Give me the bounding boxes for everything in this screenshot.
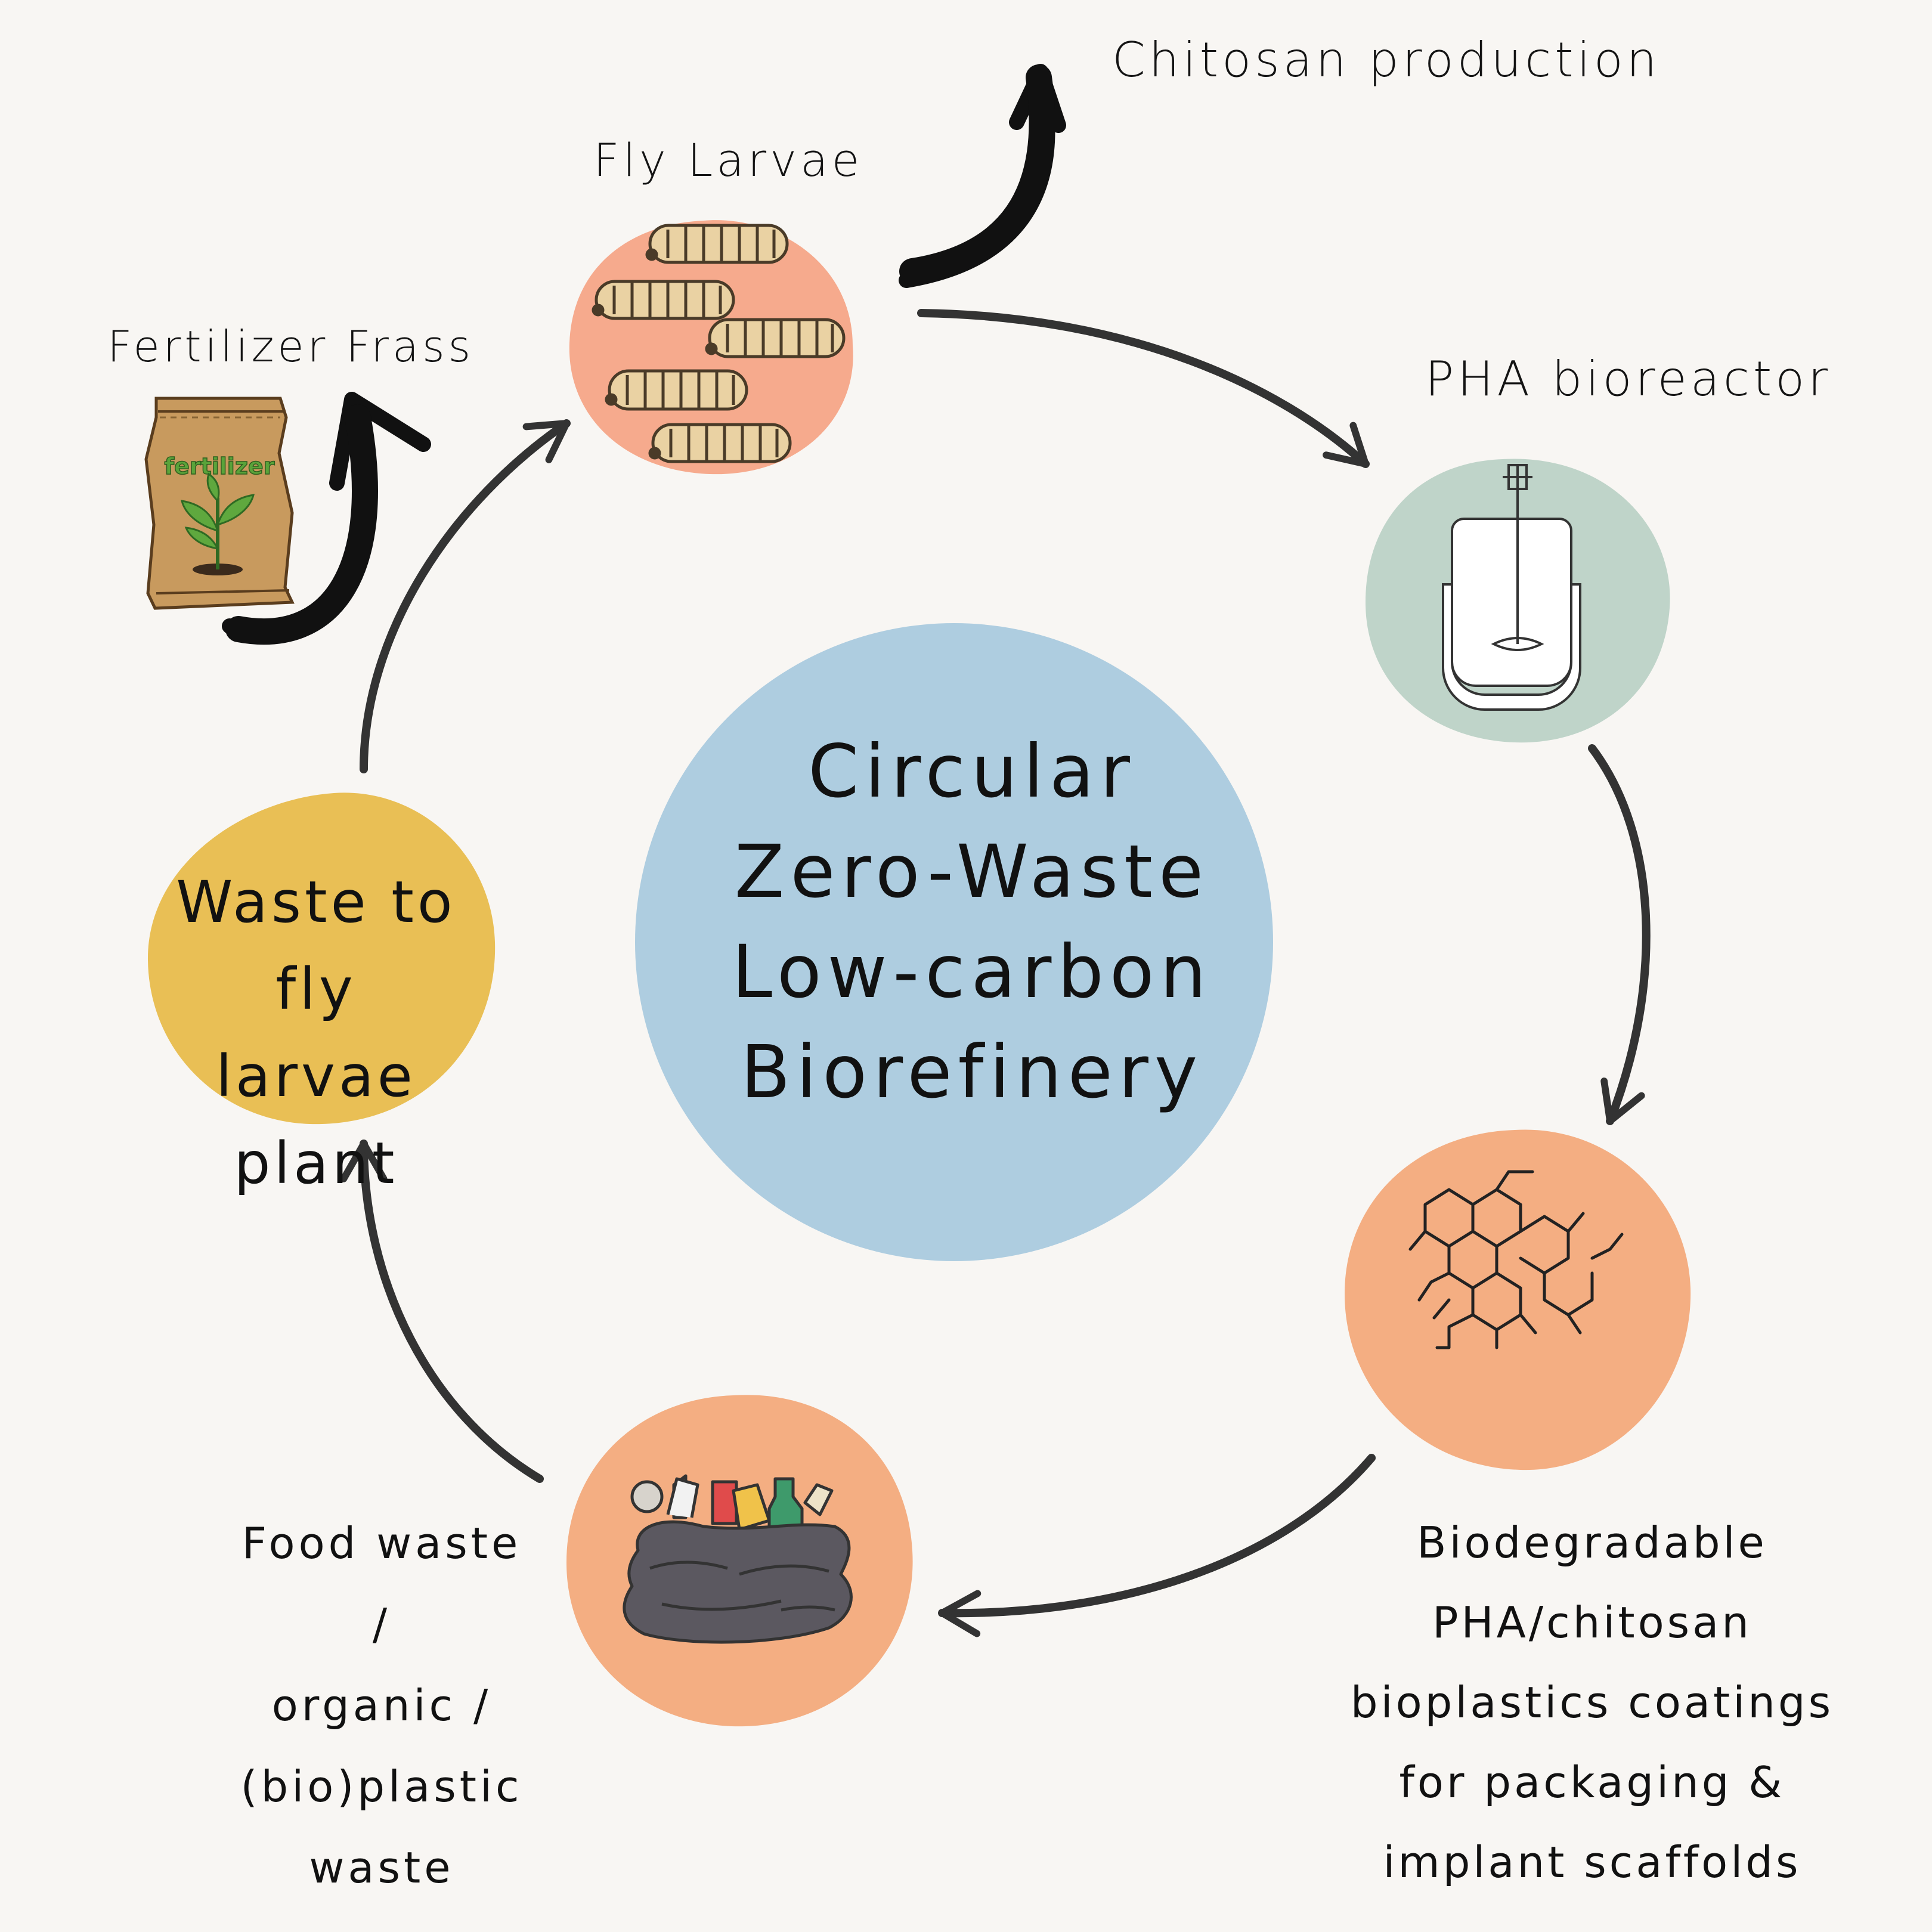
arrow-to-chitosan xyxy=(899,64,1066,288)
arrow-to-fertilizer xyxy=(222,392,431,645)
center-line-2: Zero-Waste xyxy=(734,829,1210,914)
fertilizer-bag-icon: fertilizer xyxy=(144,397,295,610)
garbage-bag-icon xyxy=(623,1474,853,1644)
bioplastics-line-3: bioplastics coatings xyxy=(1350,1677,1834,1727)
bioplastics-line-4: for packaging & xyxy=(1399,1757,1785,1807)
fertilizer-frass-label: Fertilizer Frass xyxy=(107,321,475,371)
center-circle xyxy=(635,623,1273,1261)
center-line-1: Circular xyxy=(808,729,1136,814)
bioplastics-line-5: implant scaffolds xyxy=(1383,1837,1801,1887)
molecule-icon xyxy=(1408,1170,1624,1349)
waste-plant-line-1: Waste to fly xyxy=(176,869,456,1023)
waste-plant-label: Waste to fly larvae plant xyxy=(149,859,483,1207)
waste-plant-line-2: larvae plant xyxy=(216,1043,416,1197)
food-waste-line-3: (bio)plastic xyxy=(240,1761,523,1812)
arrow-larvae-to-bioreactor xyxy=(917,309,1370,468)
center-title: Circular Zero-Waste Low-carbon Biorefine… xyxy=(632,722,1312,1122)
fly-larvae-label: Fly Larvae xyxy=(593,134,863,187)
bioplastics-label: Biodegradable PHA/chitosan bioplastics c… xyxy=(1330,1503,1854,1902)
pha-bioreactor-label: PHA bioreactor xyxy=(1425,351,1832,407)
bioplastics-line-2: PHA/chitosan xyxy=(1432,1597,1752,1648)
food-waste-line-4: waste xyxy=(309,1843,454,1893)
waste-plant-circle xyxy=(147,792,496,1125)
center-line-4: Biorefinery xyxy=(740,1030,1204,1114)
arrow-bioplastics-to-food-waste xyxy=(938,1454,1376,1637)
larvae-icon xyxy=(592,224,846,463)
arrow-bioreactor-to-bioplastics xyxy=(1588,744,1651,1125)
arrow-plant-to-larvae xyxy=(360,419,571,773)
bioreactor-icon xyxy=(1442,464,1581,711)
fertilizer-bag-text: fertilizer xyxy=(165,453,275,479)
chitosan-label: Chitosan production xyxy=(1112,32,1661,88)
food-waste-label: Food waste / organic / (bio)plastic wast… xyxy=(227,1503,537,1908)
arrow-food-waste-to-plant xyxy=(340,1140,544,1483)
center-line-3: Low-carbon xyxy=(732,930,1212,1014)
food-waste-line-2: organic / xyxy=(271,1680,492,1730)
bioplastics-circle xyxy=(1345,1129,1691,1470)
food-waste-line-1: Food waste / xyxy=(242,1518,522,1649)
bioplastics-line-1: Biodegradable xyxy=(1417,1518,1767,1568)
